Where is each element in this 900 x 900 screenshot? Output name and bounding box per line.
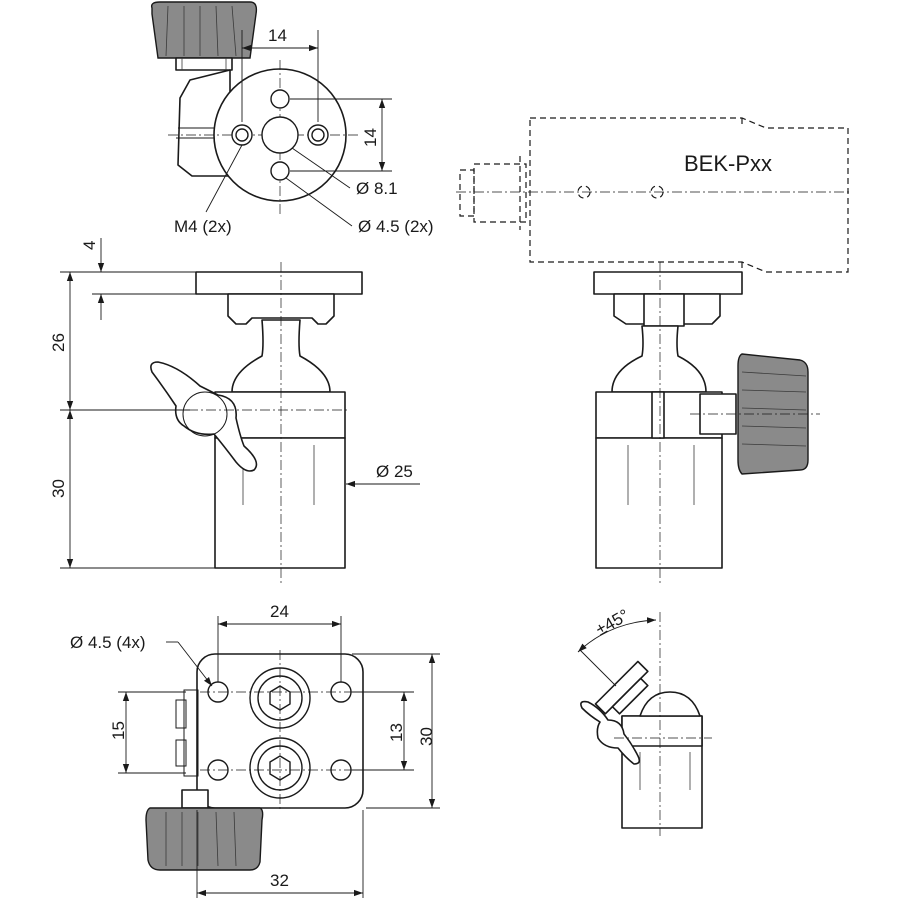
front-dim-plate: 4 <box>80 241 99 250</box>
side-camera-outline <box>459 117 849 273</box>
top-callout-small-holes: Ø 4.5 (2x) <box>358 217 434 236</box>
bottom-view: 24 32 15 13 30 Ø 4.5 (4x) <box>70 602 440 898</box>
tilt-view: ±45° <box>577 605 712 836</box>
front-view: 4 26 30 Ø 25 <box>49 238 420 585</box>
bottom-dim-total-height: 30 <box>417 727 436 746</box>
camera-label: BEK-Pxx <box>684 151 772 176</box>
bottom-small-hole <box>270 161 290 181</box>
top-small-hole <box>270 89 290 109</box>
center-hole <box>261 116 299 154</box>
top-callout-thread: M4 (2x) <box>174 217 232 236</box>
side-knob <box>737 353 809 475</box>
front-top-plate <box>195 271 363 295</box>
side-top-plate <box>593 271 743 295</box>
front-body <box>214 437 346 569</box>
side-ball-joint <box>611 325 707 393</box>
front-dim-diameter: Ø 25 <box>376 462 413 481</box>
top-dim-horizontal: 14 <box>268 26 287 45</box>
top-view: 14 14 Ø 8.1 Ø 4.5 (2x) M4 (2x) <box>150 1 434 236</box>
bottom-dim-total-width: 32 <box>270 871 289 890</box>
tilt-head-plate <box>594 660 649 715</box>
front-dim-head: 26 <box>49 333 68 352</box>
bottom-knob <box>145 807 264 871</box>
side-view: BEK-Pxx <box>456 117 852 585</box>
top-dim-vertical: 14 <box>361 128 380 147</box>
bottom-dim-hole-spacing: 24 <box>270 602 289 621</box>
tilt-angle-label: ±45° <box>593 605 633 639</box>
tilt-wing-screw <box>580 700 641 765</box>
front-wing-screw <box>150 361 258 472</box>
top-callout-center-hole: Ø 8.1 <box>356 179 398 198</box>
bottom-callout-holes: Ø 4.5 (4x) <box>70 633 146 652</box>
bottom-dim-left-height: 15 <box>109 721 128 740</box>
bottom-dim-inner-height: 13 <box>387 723 406 742</box>
front-dim-body: 30 <box>49 479 68 498</box>
side-body <box>595 437 723 569</box>
top-knob <box>150 1 258 71</box>
